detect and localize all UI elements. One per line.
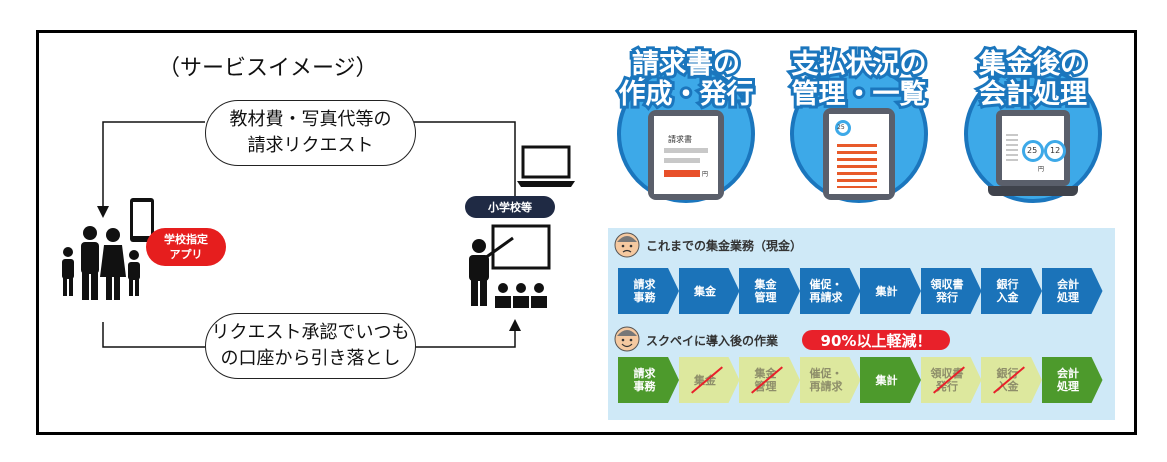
reduction-badge: 90%以上軽減！: [802, 330, 950, 350]
before-step-8: 会計 処理: [1041, 268, 1103, 314]
family-icon: [62, 198, 154, 300]
school-badge: 小学校等: [465, 196, 555, 218]
before-flow-title: これまでの集金業務（現金）: [646, 239, 803, 253]
accounting-laptop-icon: 25 12 円: [988, 110, 1078, 204]
billing-request-bubble: 教材費・写真代等の 請求リクエスト: [205, 100, 416, 166]
after-step-8: 会計 処理: [1041, 357, 1103, 403]
after-step-6: 領収書 発行: [920, 357, 982, 403]
laptop-icon: [517, 145, 575, 187]
worried-face-icon: [614, 232, 640, 258]
accounting-unit: 円: [1038, 166, 1045, 173]
after-step-5: 集計: [860, 357, 921, 403]
before-step-2: 集金: [678, 268, 740, 314]
after-step-4: 催促・ 再請求: [799, 357, 861, 403]
before-step-5: 集計: [860, 268, 921, 314]
after-step-2: 集金: [678, 357, 740, 403]
before-step-6: 領収書 発行: [920, 268, 982, 314]
accounting-ring-1-value: 25: [1027, 146, 1038, 155]
before-step-4: 催促・ 再請求: [799, 268, 861, 314]
invoice-doc-title: 請求書: [668, 135, 692, 144]
before-step-7: 銀行 入金: [981, 268, 1042, 314]
after-flow-title: スクペイに導入後の作業: [646, 334, 779, 348]
invoice-tablet-icon: 請求書 円: [648, 110, 724, 200]
service-image-title: （サービスイメージ）: [158, 56, 378, 81]
invoice-amount-unit: 円: [702, 171, 709, 178]
teacher-icon: [469, 224, 551, 308]
before-step-3: 集金 管理: [739, 268, 800, 314]
happy-face-icon: [614, 326, 640, 352]
after-step-1: 請求 事務: [618, 357, 679, 403]
before-step-1: 請求 事務: [618, 268, 679, 314]
after-step-3: 集金 管理: [739, 357, 800, 403]
feature-label-billing: 請求書の 作成・発行: [616, 47, 757, 113]
status-ring-value: 25: [837, 124, 845, 131]
feature-label-accounting: 集金後の 会計処理: [976, 47, 1090, 113]
after-step-7: 銀行 入金: [981, 357, 1042, 403]
debit-approval-bubble: リクエスト承認でいつも の口座から引き落とし: [205, 313, 416, 379]
school-app-badge: 学校指定 アプリ: [146, 228, 226, 266]
accounting-ring-2-value: 12: [1050, 146, 1061, 155]
feature-label-status: 支払状況の 管理・一覧: [789, 47, 930, 113]
status-list-tablet-icon: 25: [823, 108, 895, 200]
